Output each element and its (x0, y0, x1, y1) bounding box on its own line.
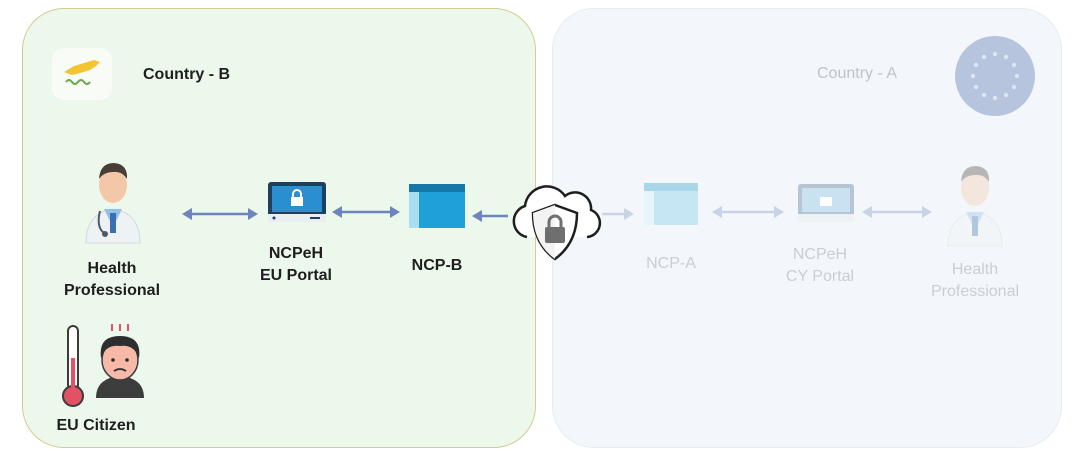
ncp-b-label: NCP-B (411, 257, 463, 274)
arrow-cloud-ncpa (602, 208, 634, 220)
sick-person-icon (96, 324, 144, 398)
browser-window-icon (409, 184, 465, 228)
thermometer-icon (62, 325, 84, 407)
cyprus-flag-icon (52, 48, 112, 100)
monitor-lock-icon (268, 182, 326, 222)
arrow-ncpa-portal (712, 206, 784, 218)
arrow-ncpb-cloud (472, 210, 508, 222)
arrow-portal-ncpb (332, 206, 400, 218)
country-b-title: Country - B (143, 66, 231, 83)
country-a-title: Country - A (817, 65, 898, 82)
browser-window-icon (644, 183, 698, 225)
arrow-hp-portal (182, 208, 258, 220)
arrow-portal-hp-a (862, 206, 932, 218)
eu-flag-icon (955, 36, 1035, 116)
cloud-shield-lock-icon (512, 185, 602, 261)
doctor-icon (85, 163, 141, 244)
ncp-a-label: NCP-A (646, 255, 696, 272)
monitor-lock-icon (798, 184, 854, 222)
doctor-icon (947, 166, 1003, 247)
eu-citizen-label: EU Citizen (56, 417, 136, 434)
